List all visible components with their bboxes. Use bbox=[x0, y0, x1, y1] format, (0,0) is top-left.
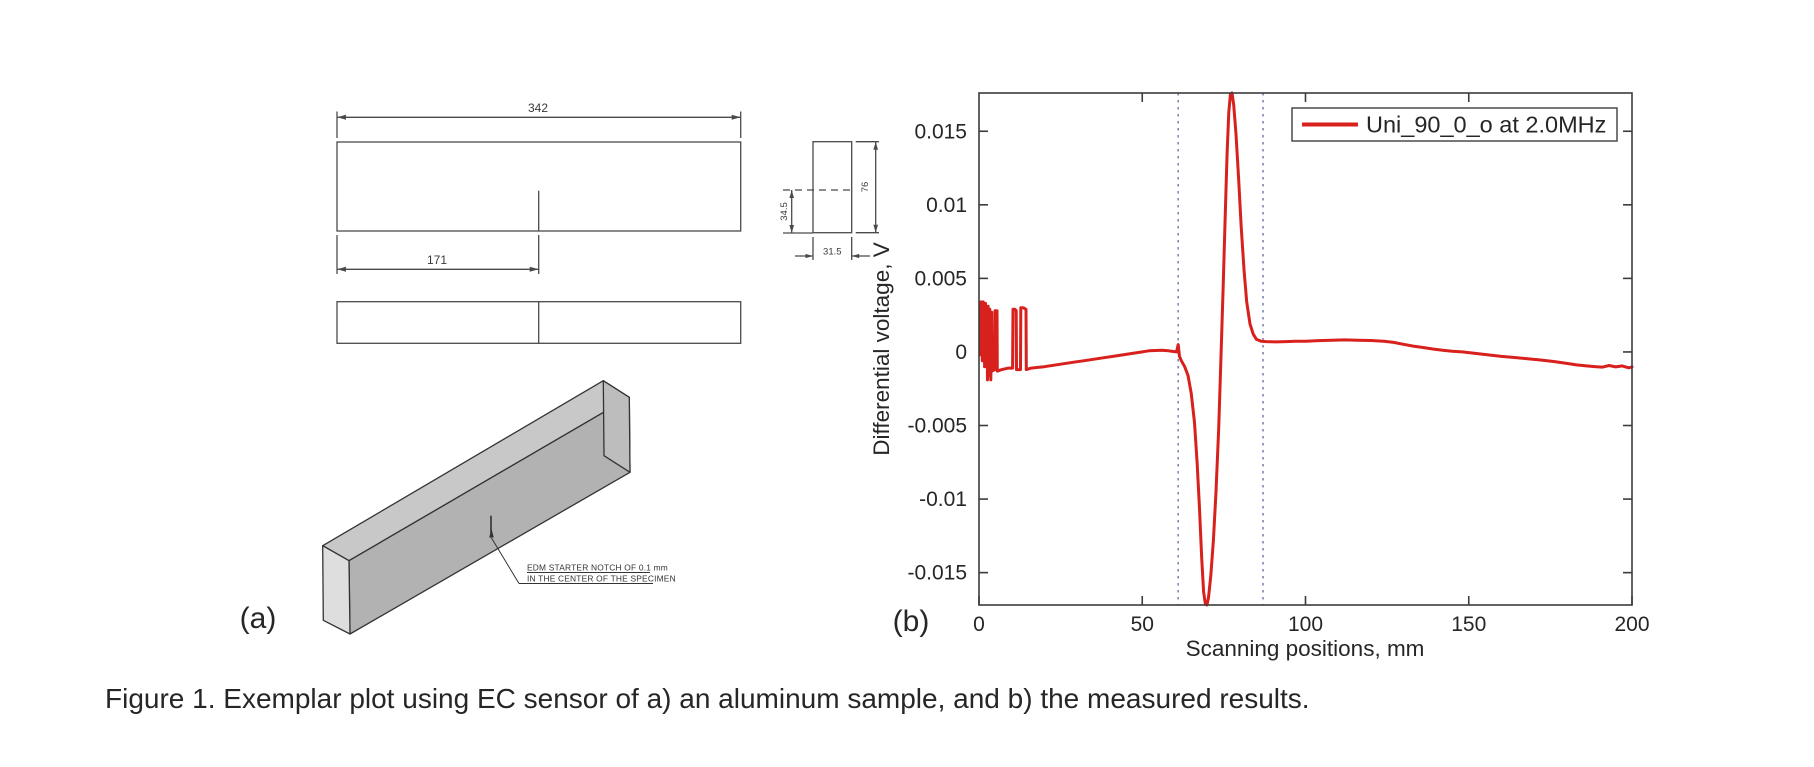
dim-label-171: 171 bbox=[427, 253, 447, 267]
x-tick-label: 200 bbox=[1614, 613, 1649, 636]
x-tick-label: 0 bbox=[973, 613, 985, 636]
y-tick-label: 0.005 bbox=[914, 267, 967, 290]
specimen-section-view bbox=[783, 141, 879, 260]
x-tick-label: 150 bbox=[1451, 613, 1486, 636]
chart-legend: Uni_90_0_o at 2.0MHz bbox=[1291, 107, 1618, 142]
dim-label-31-5: 31.5 bbox=[823, 247, 842, 258]
dim-label-76: 76 bbox=[860, 182, 871, 193]
x-tick-label: 100 bbox=[1288, 613, 1323, 636]
y-tick-label: -0.01 bbox=[919, 488, 967, 511]
specimen-front-view bbox=[336, 111, 742, 274]
panel-label-b: (b) bbox=[893, 605, 930, 638]
x-axis-title: Scanning positions, mm bbox=[1186, 636, 1425, 661]
dim-arrowheads-section bbox=[789, 141, 878, 259]
y-tick-label: -0.005 bbox=[907, 415, 967, 438]
legend-label: Uni_90_0_o at 2.0MHz bbox=[1366, 112, 1606, 138]
beam-left-face bbox=[322, 545, 351, 635]
specimen-3d-view bbox=[322, 380, 631, 635]
notch-note-line1: EDM STARTER NOTCH OF 0.1 mm bbox=[527, 563, 668, 573]
notch-annotation: EDM STARTER NOTCH OF 0.1 mm IN THE CENTE… bbox=[489, 529, 676, 584]
dim-arrowheads-front bbox=[337, 114, 741, 272]
plot-box bbox=[978, 92, 1633, 606]
notch-leader-line bbox=[491, 537, 520, 584]
figure-caption: Figure 1. Exemplar plot using EC sensor … bbox=[105, 683, 1310, 714]
panel-label-a: (a) bbox=[240, 602, 277, 635]
notch-arrowhead bbox=[489, 529, 494, 538]
notch-note-line2: IN THE CENTER OF THE SPECIMEN bbox=[527, 574, 676, 584]
dim-label-34-5: 34.5 bbox=[779, 202, 790, 221]
y-axis-title: Differential voltage, V bbox=[869, 242, 894, 455]
chart-generated-layer: 0 50 100 150 200 0.015 0.01 0.005 0 -0.005 -0.01 -0… bbox=[907, 91, 1650, 636]
chart-frame bbox=[978, 92, 1633, 606]
section-outline bbox=[812, 141, 853, 234]
specimen-top-view bbox=[336, 301, 742, 344]
x-tick-label: 50 bbox=[1131, 613, 1154, 636]
beam-right-face bbox=[602, 380, 631, 473]
y-tick-label: 0.01 bbox=[926, 194, 967, 217]
dim-label-342: 342 bbox=[528, 101, 548, 115]
y-tick-label: -0.015 bbox=[907, 562, 967, 585]
y-tick-label: 0 bbox=[955, 341, 967, 364]
data-series-line bbox=[978, 91, 1634, 607]
y-tick-label: 0.015 bbox=[914, 120, 967, 143]
